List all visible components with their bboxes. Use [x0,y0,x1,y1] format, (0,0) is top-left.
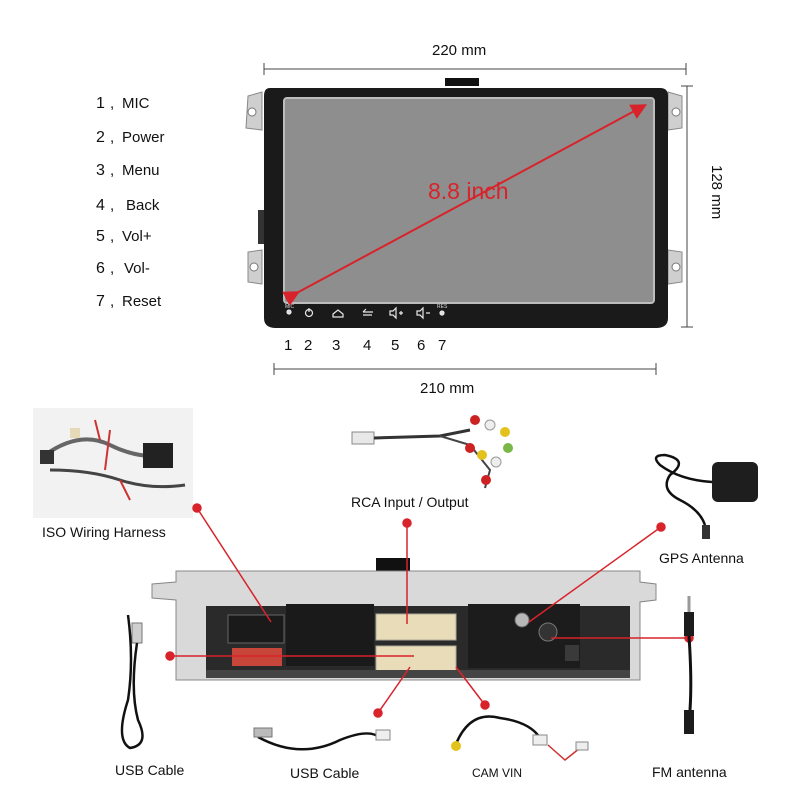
legend-item: 6,Vol- [96,260,150,277]
usb-cable-bottom-image [253,727,391,751]
head-unit-front [245,78,683,328]
button-number: 3 [332,337,341,354]
button-number: 5 [391,337,400,354]
usb-cable-left-image [120,614,144,750]
gps-antenna-image [654,453,758,539]
button-number: 1 [284,337,293,354]
diagonal-arrow [282,104,648,306]
cam-cable-image [451,715,589,761]
pointer-lines [165,503,694,718]
legend-item: 5,Vol+ [96,228,152,245]
button-number: 4 [363,337,372,354]
bottom-width-label: 210 mm [420,380,475,397]
legend-item: 7,Reset [96,293,162,310]
iso-harness-image [33,408,193,518]
back-icon [362,308,373,316]
mic-mark: MIC [285,304,295,310]
vol-down-icon [416,306,430,320]
reset-icon [439,310,445,316]
gps-caption: GPS Antenna [659,550,744,566]
usb-cable-caption: USB Cable [290,765,360,781]
rca-caption: RCA Input / Output [351,494,469,510]
vol-up-icon [389,306,403,320]
diagonal-size-label: 8.8 inch [428,178,509,204]
legend-item: 4,Back [96,197,160,214]
fm-antenna-image [684,596,694,734]
usb-cable-caption: USB Cable [115,762,185,778]
cam-vin-caption: CAM VIN [472,766,523,780]
dimension-lines [263,63,693,375]
mic-icon [286,309,292,315]
rear-chassis [151,558,657,681]
iso-harness-caption: ISO Wiring Harness [42,524,166,540]
legend-item: 2,Power [96,129,165,146]
fm-antenna-caption: FM antenna [652,764,727,780]
button-number: 2 [304,337,313,354]
legend-item: 1,MIC [96,95,150,112]
button-number: 6 [417,337,426,354]
button-number: 7 [438,337,447,354]
legend-item: 3,Menu [96,162,160,179]
height-label: 128 mm [708,165,725,220]
power-icon [304,308,314,318]
front-buttons [286,306,445,320]
reset-mark: RES [437,304,448,310]
top-width-label: 220 mm [432,42,487,59]
menu-icon [332,309,344,318]
rca-cable-image [351,415,513,489]
